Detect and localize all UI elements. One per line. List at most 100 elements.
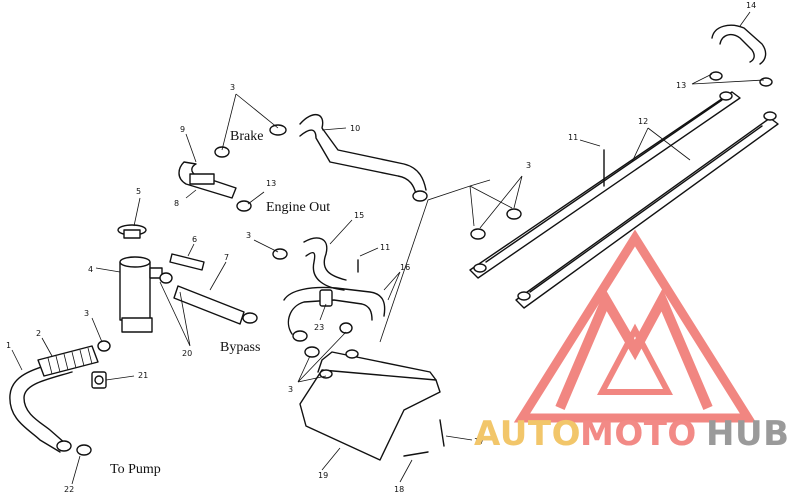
tube-6 [169,253,205,271]
cover-fitting [345,349,359,359]
leader-5 [133,197,141,227]
clamp-3-top [269,124,287,136]
tank-4-body [119,261,151,321]
leader-4 [95,267,121,273]
leader-lines [11,11,765,485]
clamp-3-lower [304,346,320,358]
clamp-13-a [709,71,723,81]
fitting-21 [91,371,107,389]
flow-captions: Brake Engine Out Bypass To Pump [110,129,330,477]
hose-10-bottom [299,129,417,195]
clamp-3-rail-a [470,228,486,240]
cover-19-body [299,369,441,461]
hose-2-corrugated [37,345,99,377]
callout-11: 11 [568,133,578,142]
caption-bypass: Bypass [220,340,260,355]
misc-fasteners [403,419,445,457]
leader-13-top [691,73,765,85]
callout-1: 1 [6,341,11,350]
leader-16 [383,271,401,301]
bypass-hose-assembly [169,248,288,325]
clamp-13-b [759,77,773,87]
hose-15-bottom [305,251,345,291]
leader-22 [71,455,81,485]
callout-13: 13 [266,179,276,188]
hose-10-top [299,114,427,191]
callout-16: 16 [400,263,410,272]
caption-to-pump: To Pump [110,462,161,477]
hose-end-clamp-22 [56,440,72,452]
callout-4: 4 [88,265,93,274]
callout-23: 23 [314,323,324,332]
callout-13: 13 [676,81,686,90]
hose-16-bottom [287,299,373,335]
callout-9: 9 [180,125,185,134]
tank-4-top [119,256,151,268]
rail-fitting-a [473,263,487,273]
callout-2: 2 [36,329,41,338]
caption-brake: Brake [230,129,263,144]
brake-hose-assembly [178,146,252,212]
leader-2 [41,337,53,357]
leader-9 [185,133,197,163]
leader-6 [187,243,195,257]
leader-3-left [91,317,103,343]
corrugation-lines [47,347,93,375]
callout-17: 17 [474,437,484,446]
callout-3: 3 [84,309,89,318]
leader-14 [739,11,751,27]
fitting-21-bore [94,375,104,385]
hose-16-top [283,286,386,317]
rail-fitting-b [517,291,531,301]
callout-12: 12 [638,117,648,126]
leader-13 [247,191,265,205]
callout-11: 11 [380,243,390,252]
leader-15 [329,219,353,245]
hose-14 [709,24,773,87]
clamp-tank-spout [159,272,173,284]
hose-10-end [412,190,428,202]
callout-8: 8 [174,199,179,208]
clamp-3-rail-b [506,208,522,220]
watermark-hub: HUB [706,414,789,454]
rail-12-lower [515,117,779,309]
hose-15-16-assembly [283,237,386,358]
cover-19-top-edge [317,351,437,381]
caption-engine-out: Engine Out [266,200,330,215]
callout-10: 10 [350,124,360,133]
leader-23 [319,303,327,321]
logo-inner-triangle [597,323,673,395]
clamp-13-engine-out [236,200,252,212]
leader-7 [209,261,227,291]
callout-3: 3 [526,161,531,170]
watermark-auto: AUTO [474,414,581,454]
callout-18: 18 [394,485,404,494]
callout-3: 3 [288,385,293,394]
cooler-rails-12 [469,91,779,309]
hose-15-top [303,237,347,281]
leader-3-mid [253,239,279,253]
tank-4-outlet [121,317,153,333]
hose-14-bottom [719,33,755,63]
clamp-3-brake [214,146,230,158]
rail-12-upper [469,91,741,279]
callout-5: 5 [136,187,141,196]
cover-19 [299,349,441,461]
tank-4-spout [149,267,163,279]
rail-fitting-d [763,111,777,121]
surge-tank-assembly [117,224,173,333]
leader-3-top [221,93,279,151]
callout-6: 6 [192,235,197,244]
watermark-moto: MOTO [580,414,697,454]
leader-20 [159,281,191,347]
rail-fitting-c [719,91,733,101]
hose-14-top [711,24,767,65]
clamp-22 [76,444,92,456]
hose-8-sleeve [189,173,215,185]
hose-10-assembly [269,114,428,202]
clamp-3-bypass [242,312,258,324]
callout-numbers: 3 9 10 8 13 5 4 6 7 3 20 3 2 1 21 22 15 … [6,1,756,494]
leader-3-bottom [297,331,347,383]
leader-21 [105,375,135,381]
